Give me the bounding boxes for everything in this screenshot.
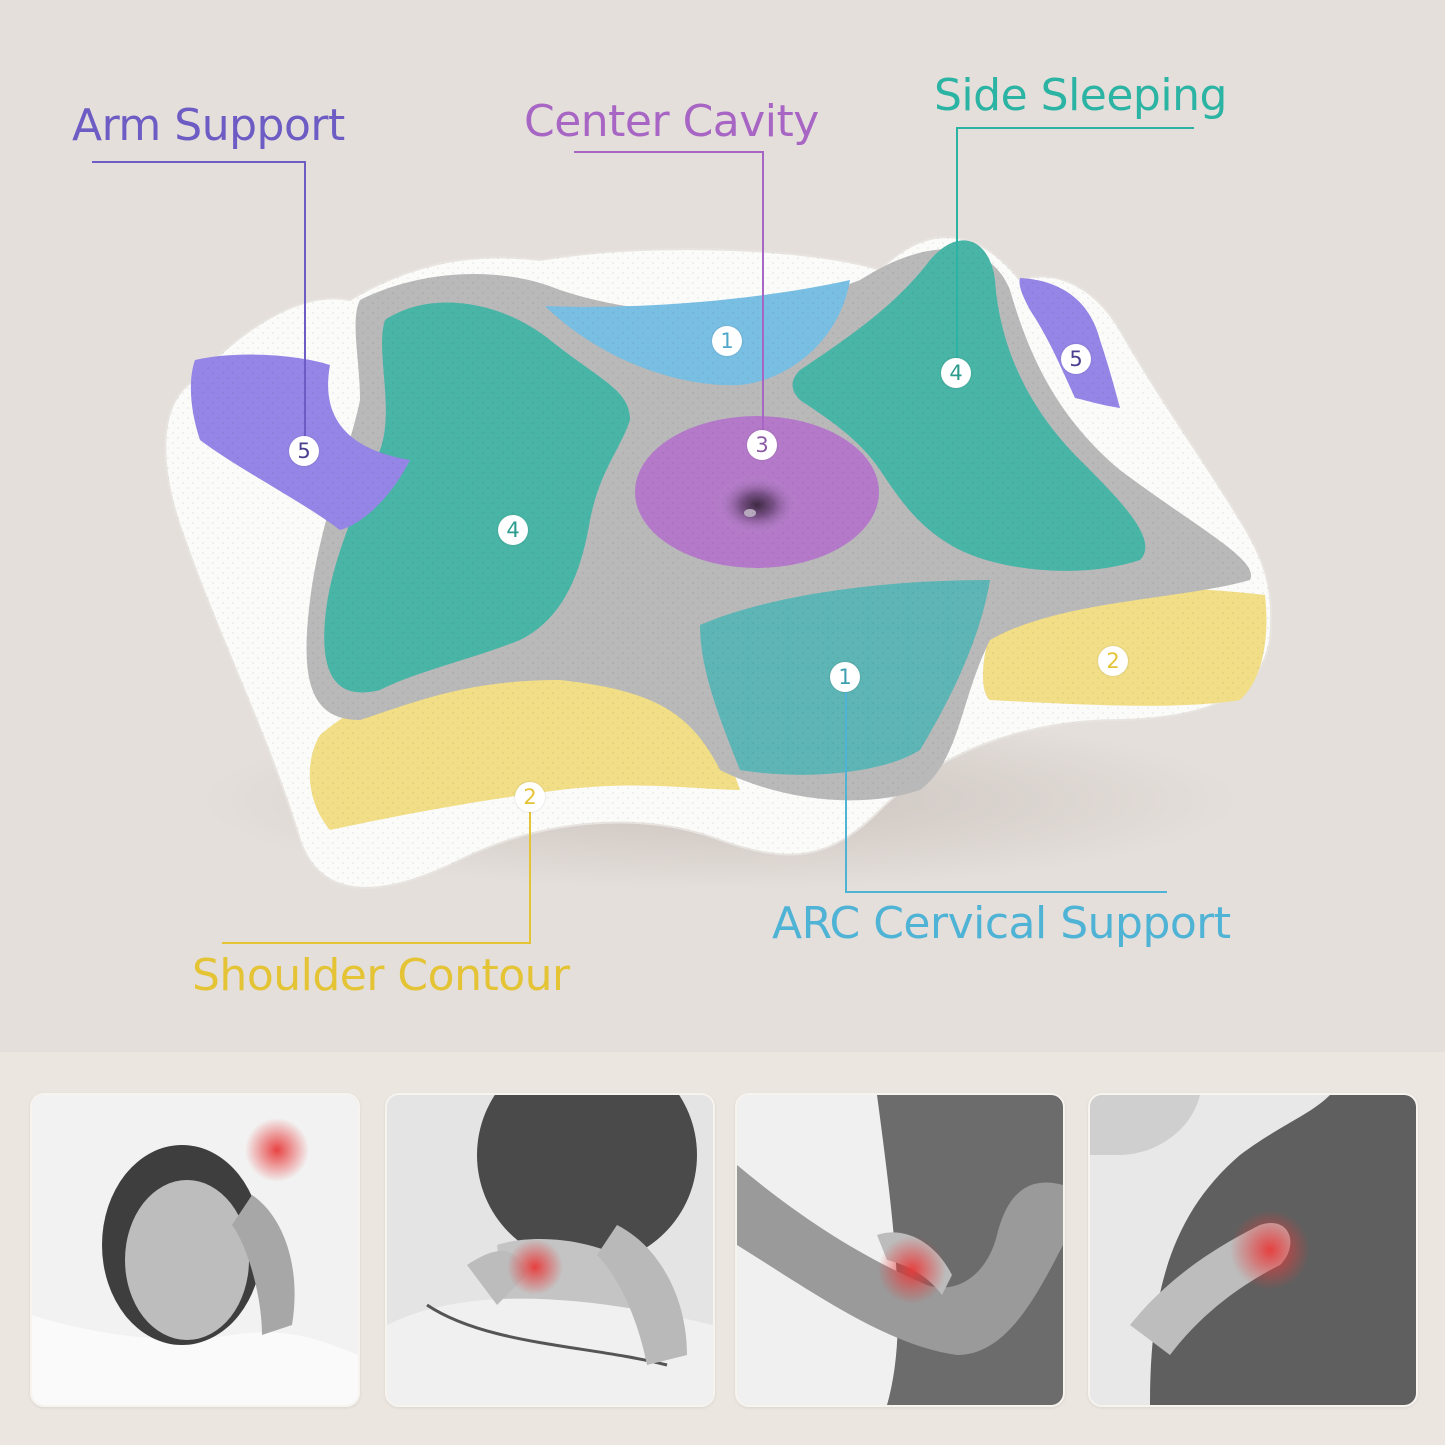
photo-headache <box>30 1093 360 1407</box>
photo-neck-pain <box>385 1093 715 1407</box>
photo-shoulder-pain <box>1088 1093 1418 1407</box>
zone-badge-shoulder-left: 2 <box>515 782 545 812</box>
zone-badge-arc-top: 1 <box>712 326 742 356</box>
pain-highlight-elbow <box>878 1236 946 1304</box>
center-cavity-leader <box>574 151 764 430</box>
pain-highlight-head <box>245 1118 309 1182</box>
zone-badge-side-left: 4 <box>498 515 528 545</box>
label-center-cavity: Center Cavity <box>524 96 819 147</box>
zone-badge-arm-left: 5 <box>289 436 319 466</box>
zone-badge-arc-bottom: 1 <box>830 662 860 692</box>
zone-badge-arm-right: 5 <box>1061 344 1091 374</box>
pain-highlight-neck <box>507 1239 563 1295</box>
zone-badge-side-right: 4 <box>941 358 971 388</box>
pillow-illustration <box>92 127 1273 944</box>
shoulder-contour-leader <box>222 784 531 944</box>
pain-highlight-shoulder <box>1230 1210 1310 1290</box>
zone-badge-cavity: 3 <box>747 430 777 460</box>
label-arm-support: Arm Support <box>72 100 345 151</box>
photo-elbow-pain <box>735 1093 1065 1407</box>
side-sleeping-leader <box>956 127 1194 358</box>
label-side-sleeping: Side Sleeping <box>934 70 1227 121</box>
label-arc-cervical-support: ARC Cervical Support <box>772 898 1231 949</box>
label-shoulder-contour: Shoulder Contour <box>192 950 570 1001</box>
leader-lines <box>92 127 1194 944</box>
arc-cervical-leader <box>845 692 1167 893</box>
arm-support-leader <box>92 161 306 436</box>
mesh-texture <box>165 237 1272 888</box>
zone-badge-shoulder-right: 2 <box>1098 646 1128 676</box>
